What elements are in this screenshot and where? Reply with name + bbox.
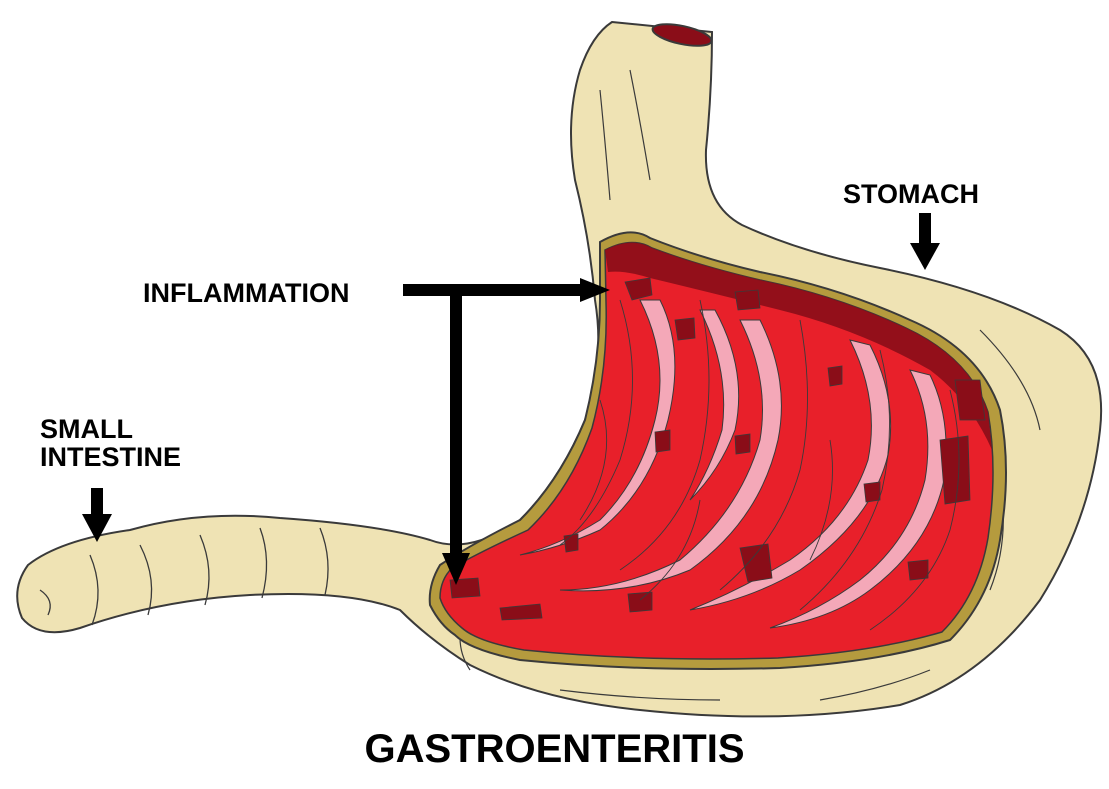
small-intestine-label-line1: SMALL bbox=[40, 415, 181, 443]
small-intestine-label: SMALL INTESTINE bbox=[40, 415, 181, 472]
diagram-title: GASTROENTERITIS bbox=[0, 728, 1109, 770]
inflammation-label: INFLAMMATION bbox=[143, 279, 349, 307]
stomach-arrow bbox=[910, 213, 940, 270]
small-intestine-label-line2: INTESTINE bbox=[40, 443, 181, 471]
stomach-label: STOMACH bbox=[843, 180, 979, 208]
